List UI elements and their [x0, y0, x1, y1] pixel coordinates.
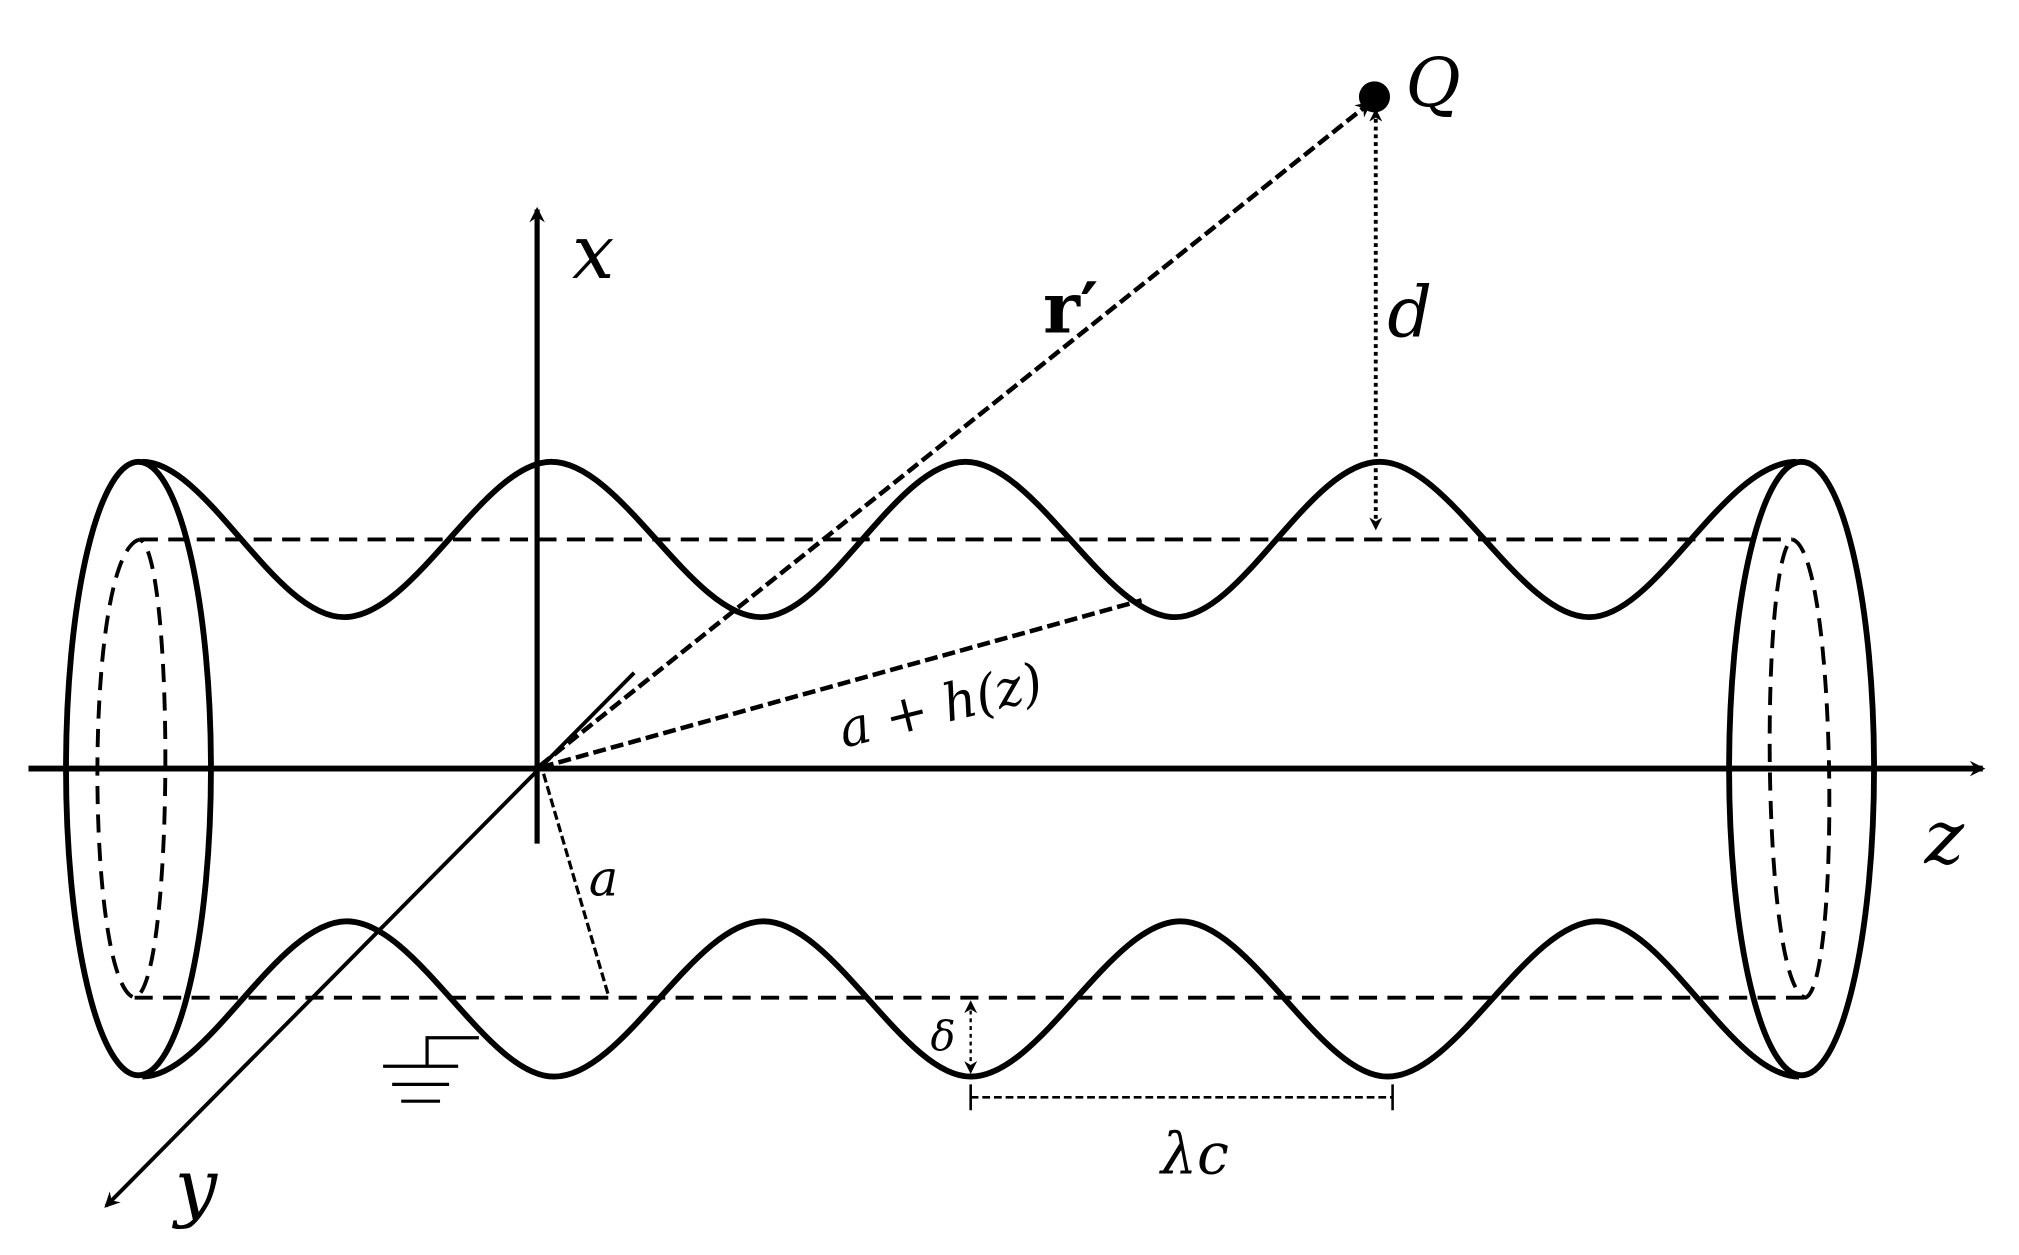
wavelength-bracket: [969, 1084, 1394, 1111]
right-inner-ellipse: [1767, 537, 1832, 1000]
surface-radius-vector: [540, 598, 1143, 770]
x-axis-label: x: [572, 208, 614, 296]
charge-label: Q: [1406, 44, 1461, 122]
bottom-corrugated-edge: [142, 918, 1800, 1080]
surface-radius-label: a + h(z): [832, 652, 1048, 761]
ground-icon: [383, 1036, 479, 1103]
position-vector-r: [538, 101, 1372, 768]
position-vector-label: r′: [1043, 267, 1098, 349]
top-corrugated-edge: [142, 458, 1797, 621]
amplitude-label: δ: [931, 1013, 956, 1061]
mean-radius-cylinder: [95, 537, 1832, 1000]
mean-radius-label: a: [589, 849, 618, 907]
z-axis-label: z: [1924, 793, 1965, 881]
vectors: [538, 101, 1394, 1111]
y-axis-label: y: [172, 1142, 219, 1230]
wavelength-label: λc: [1159, 1122, 1229, 1188]
charge-point: [1358, 81, 1391, 113]
left-inner-ellipse: [95, 537, 168, 1000]
distance-label: d: [1387, 272, 1432, 353]
